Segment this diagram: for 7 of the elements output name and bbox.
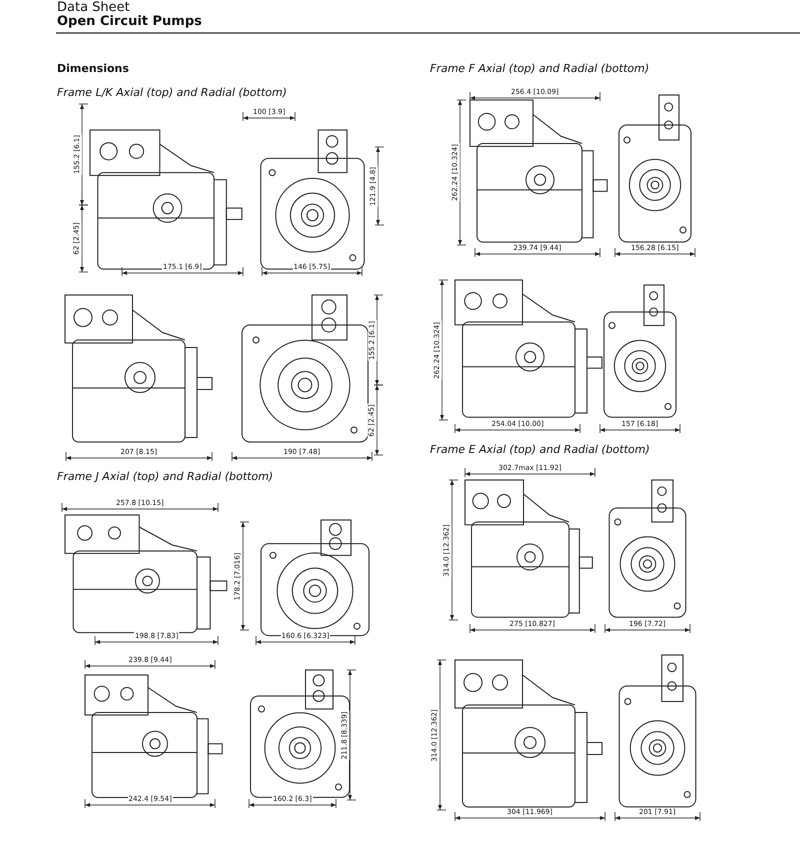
figure-heading: Frame J Axial (top) and Radial (bottom) [57,470,274,483]
section-heading: Dimensions [57,62,129,75]
figure-heading: Frame E Axial (top) and Radial (bottom) [430,443,650,456]
figure-heading: Frame F Axial (top) and Radial (bottom) [430,62,650,75]
document-type-label: Data Sheet [57,0,130,15]
figure-heading: Frame L/K Axial (top) and Radial (bottom) [57,86,287,99]
document-title: Open Circuit Pumps [57,14,202,29]
